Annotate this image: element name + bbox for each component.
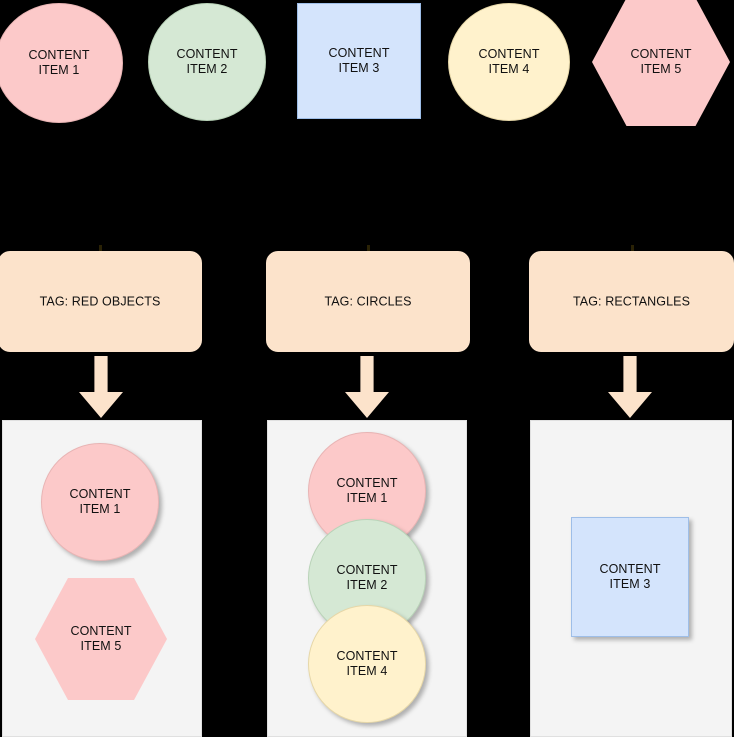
content-shape-label: CONTENT ITEM 1 (336, 476, 398, 505)
content-shape-r1-item1[interactable]: CONTENT ITEM 1 (41, 443, 159, 561)
tag-red-objects[interactable]: TAG: RED OBJECTS (0, 251, 202, 352)
content-shape-label: CONTENT ITEM 2 (176, 47, 238, 76)
arrow-red-objects-down-arrow-icon (79, 356, 123, 418)
content-shape-label: CONTENT ITEM 1 (69, 487, 131, 516)
content-shape-label: CONTENT ITEM 3 (328, 46, 390, 75)
content-shape-label: CONTENT ITEM 4 (336, 649, 398, 678)
content-shape-r3-item3[interactable]: CONTENT ITEM 3 (571, 517, 689, 637)
content-shape-label: CONTENT ITEM 1 (28, 48, 90, 77)
content-shape-label: CONTENT ITEM 4 (478, 47, 540, 76)
tag-label: TAG: RECTANGLES (572, 294, 691, 308)
content-shape-label: CONTENT ITEM 5 (630, 47, 692, 76)
arrow-circles-down-arrow-icon (345, 356, 389, 418)
content-shape-item3[interactable]: CONTENT ITEM 3 (297, 3, 421, 119)
tag-circles[interactable]: TAG: CIRCLES (266, 251, 470, 352)
tag-connector-stub (630, 245, 634, 251)
tag-connector-stub (99, 245, 102, 251)
content-shape-item1[interactable]: CONTENT ITEM 1 (0, 3, 123, 123)
content-shape-item5[interactable]: CONTENT ITEM 5 (592, 0, 730, 126)
content-shape-item2[interactable]: CONTENT ITEM 2 (148, 3, 266, 121)
tag-connector-stub (367, 245, 370, 251)
tag-rectangles[interactable]: TAG: RECTANGLES (529, 251, 734, 352)
arrow-rectangles-down-arrow-icon (608, 356, 652, 418)
tag-label: TAG: RED OBJECTS (39, 294, 161, 308)
content-shape-label: CONTENT ITEM 5 (70, 624, 132, 653)
content-shape-label: CONTENT ITEM 2 (336, 563, 398, 592)
tag-label: TAG: CIRCLES (324, 294, 412, 308)
content-shape-r2-item4[interactable]: CONTENT ITEM 4 (308, 605, 426, 723)
content-shape-label: CONTENT ITEM 3 (599, 562, 661, 591)
content-shape-item4[interactable]: CONTENT ITEM 4 (448, 3, 570, 121)
